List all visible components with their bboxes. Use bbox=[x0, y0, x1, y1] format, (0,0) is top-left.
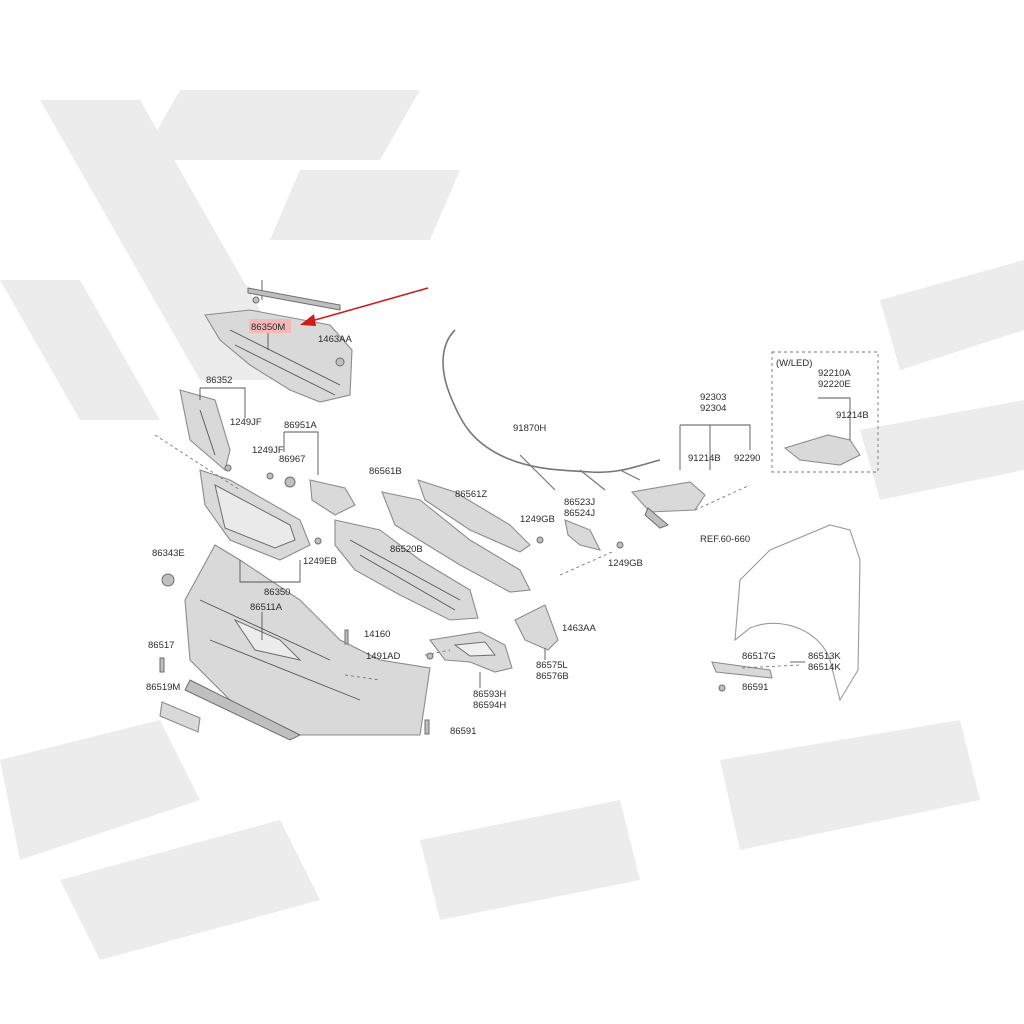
label-1249EB: 1249EB bbox=[303, 556, 337, 567]
fasteners bbox=[159, 536, 624, 735]
label-86524J: 86524J bbox=[564, 508, 595, 519]
part-highlight bbox=[249, 319, 291, 333]
label-86517G: 86517G bbox=[742, 651, 776, 662]
wiring-harness bbox=[442, 329, 661, 491]
part-labels: 86350M 1463AA 86352 1249JF 86951A 1249JF… bbox=[146, 322, 869, 737]
label-86591-b: 86591 bbox=[742, 682, 768, 693]
left-bracket bbox=[179, 389, 232, 472]
label-92304: 92304 bbox=[700, 403, 726, 414]
fender-reference bbox=[711, 524, 861, 702]
label-86561B: 86561B bbox=[369, 466, 402, 477]
label-91214B-b: 91214B bbox=[836, 410, 869, 421]
label-1463AA: 1463AA bbox=[318, 334, 352, 345]
label-86350M: 86350M bbox=[251, 322, 285, 333]
label-1249JF-b: 1249JF bbox=[252, 445, 284, 456]
callout-arrow bbox=[300, 287, 429, 326]
label-92303: 92303 bbox=[700, 392, 726, 403]
label-86519M: 86519M bbox=[146, 682, 180, 693]
label-86967: 86967 bbox=[279, 454, 305, 465]
label-86511A: 86511A bbox=[250, 602, 283, 613]
drl-lamp bbox=[630, 481, 706, 529]
label-1491AD: 1491AD bbox=[366, 651, 400, 662]
label-92290: 92290 bbox=[734, 453, 760, 464]
label-w-led: (W/LED) bbox=[776, 358, 812, 369]
label-86575L: 86575L bbox=[536, 660, 568, 671]
label-92220E: 92220E bbox=[818, 379, 851, 390]
label-86517: 86517 bbox=[148, 640, 174, 651]
label-86561Z: 86561Z bbox=[455, 489, 487, 500]
label-ref: REF.60-660 bbox=[700, 534, 750, 545]
label-1249GB: 1249GB bbox=[520, 514, 555, 525]
label-86576B: 86576B bbox=[536, 671, 569, 682]
label-86350: 86350 bbox=[264, 587, 290, 598]
label-86523J: 86523J bbox=[564, 497, 595, 508]
watermark bbox=[0, 90, 1024, 960]
label-91214B: 91214B bbox=[688, 453, 721, 464]
label-86352: 86352 bbox=[206, 375, 232, 386]
dashed-leaders bbox=[154, 434, 801, 681]
label-92210A: 92210A bbox=[818, 368, 851, 379]
label-1249JF: 1249JF bbox=[230, 417, 262, 428]
label-86513K: 86513K bbox=[808, 651, 841, 662]
label-91870H: 91870H bbox=[513, 423, 546, 434]
mounting-bracket bbox=[564, 519, 602, 551]
lower-grille bbox=[381, 479, 531, 593]
label-86343E: 86343E bbox=[152, 548, 185, 559]
label-86594H: 86594H bbox=[473, 700, 506, 711]
emblem-bracket bbox=[266, 472, 356, 516]
energy-absorber bbox=[334, 519, 479, 621]
grille-frame bbox=[199, 469, 311, 561]
label-1249GB-b: 1249GB bbox=[608, 558, 643, 569]
label-86593H: 86593H bbox=[473, 689, 506, 700]
side-bracket bbox=[514, 604, 559, 651]
fog-lamp-bezel bbox=[429, 631, 513, 673]
label-86951A: 86951A bbox=[284, 420, 317, 431]
label-86514K: 86514K bbox=[808, 662, 841, 673]
upper-grille-panel bbox=[204, 280, 353, 403]
led-option-box bbox=[771, 351, 879, 473]
label-14160: 14160 bbox=[364, 629, 390, 640]
label-86591: 86591 bbox=[450, 726, 476, 737]
bumper-cover bbox=[184, 544, 431, 736]
label-1463AA-b: 1463AA bbox=[562, 623, 596, 634]
leader-lines bbox=[199, 333, 851, 688]
license-plate-bracket bbox=[159, 679, 302, 741]
label-86520B: 86520B bbox=[390, 544, 423, 555]
